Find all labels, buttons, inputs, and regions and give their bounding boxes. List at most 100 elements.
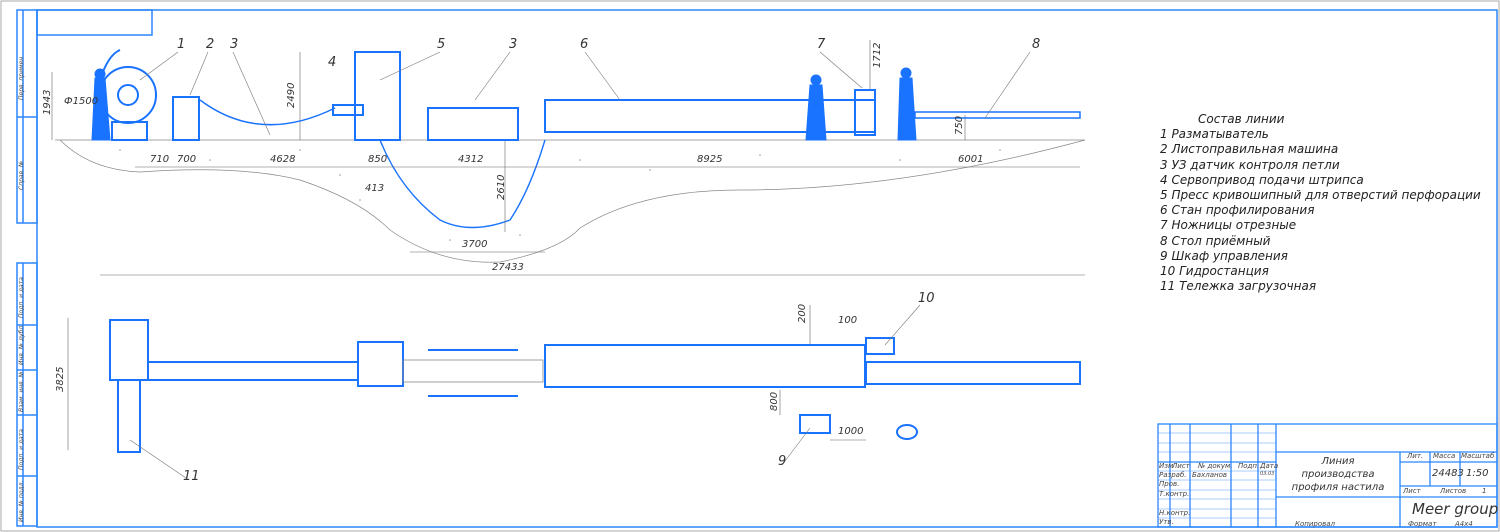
dim-800: 800 [769, 391, 780, 411]
margin-label: Перв. примен [18, 56, 25, 100]
title-block-frame [1157, 423, 1498, 528]
tb-format-label: Формат [1408, 520, 1437, 528]
tb-format: А4х4 [1455, 520, 1473, 528]
dim-710: 710 [150, 154, 170, 165]
operator-figure-3 [897, 77, 917, 141]
callout-9: 9 [778, 454, 787, 469]
legend-title: Состав линии [1198, 112, 1285, 126]
legend-item: 11 Тележка загрузочная [1160, 279, 1317, 294]
tb-header-date: Дата [1260, 462, 1279, 470]
dimension-lines [51, 40, 1085, 450]
dim-shear-height: 1712 [872, 42, 883, 68]
tb-role-checker: Пров. [1159, 480, 1180, 488]
tb-copied-label: Копировал [1295, 520, 1335, 528]
loop-barrier [427, 107, 519, 141]
callout-1: 1 [177, 37, 186, 52]
plan-loading-cart [117, 379, 141, 453]
plan-straightener [147, 361, 359, 381]
tb-scale-label: Масштаб [1461, 452, 1495, 460]
tb-role-tcontrol: Т.контр. [1159, 490, 1190, 498]
callout-8: 8 [1032, 37, 1041, 52]
legend-item: 8 Стол приёмный [1160, 233, 1271, 248]
tb-company: Meer group [1412, 500, 1499, 518]
plan-receiving-table [865, 361, 1081, 385]
tb-role-developer: Разраб. [1159, 471, 1187, 479]
tb-mass-label: Масса [1433, 452, 1456, 460]
legend-item: 2 Листоправильная машина [1160, 142, 1339, 157]
plan-view-equipment [109, 319, 1081, 453]
callout-11: 11 [183, 469, 200, 484]
receiving-table [914, 111, 1081, 119]
plan-hydraulic-station [865, 337, 895, 355]
side-view-equipment [91, 49, 1081, 141]
dim-100: 100 [838, 315, 858, 326]
legend-item: 9 Шкаф управления [1160, 248, 1288, 263]
plan-roll-mill [544, 344, 866, 388]
tb-sheet-label: Лист [1403, 487, 1421, 495]
tb-developer-name: Бахланов [1192, 471, 1227, 479]
dim-loop-depth: 2610 [496, 174, 507, 200]
legend-item: 1 Разматыватель [1160, 127, 1269, 142]
dim-pit-width: 3700 [462, 239, 488, 250]
legend-item: 7 Ножницы отрезные [1160, 218, 1297, 233]
ground-section [55, 139, 1086, 263]
drawing-title-line: производства [1301, 469, 1375, 480]
callout-3: 3 [230, 37, 239, 52]
tb-header-sign: Подп. [1238, 462, 1260, 470]
dim-total-length: 27433 [492, 262, 524, 273]
dim-413: 413 [365, 183, 385, 194]
tb-mass: 24483 [1432, 468, 1464, 479]
dim-4628: 4628 [270, 154, 296, 165]
dim-200: 200 [797, 303, 808, 323]
margin-label: Подп. и дата [18, 277, 25, 318]
margin-label: Инв. № подл. [18, 480, 25, 522]
drawing-title-line: Линия [1321, 456, 1355, 467]
servo-feeder [332, 104, 364, 116]
legend-item: 5 Пресс кривошипный для отверстий перфор… [1160, 188, 1481, 203]
tb-lit-label: Лит. [1407, 452, 1424, 460]
shear [854, 89, 876, 136]
operator-figure-2 [805, 84, 827, 141]
callout-leaders [129, 51, 1031, 479]
tb-role-ncontrol: Н.контр. [1159, 509, 1191, 517]
callout-3b: 3 [509, 37, 518, 52]
tb-header-doc: № докум. [1198, 462, 1233, 470]
tb-scale: 1:50 [1466, 468, 1489, 479]
drawing-title-line: профиля настила [1291, 482, 1385, 493]
plan-operator [896, 424, 918, 440]
tb-sheets: 1 [1482, 487, 1487, 495]
drawing-title: Линия производства профиля настила [1276, 455, 1400, 494]
dim-table-height: 750 [954, 115, 965, 135]
tb-date: 03.03 [1260, 471, 1275, 477]
callout-4: 4 [328, 55, 337, 70]
tb-sheets-label: Листов [1440, 487, 1467, 495]
press [354, 51, 401, 141]
title-block-rows [1158, 432, 1276, 519]
dim-coil-height: 1943 [42, 89, 53, 115]
callout-7: 7 [817, 37, 826, 52]
legend-item: 4 Сервопривод подачи штрипса [1160, 172, 1364, 187]
plan-control-cabinet [799, 414, 831, 434]
plan-loop-pit [402, 359, 544, 383]
tb-header-list: Лист [1172, 462, 1190, 470]
margin-label: Справ. № [18, 160, 25, 190]
margin-label: Инв. № дубл. [18, 323, 25, 365]
line-composition-legend: Состав линии 1 Разматыватель 2 Листоправ… [1160, 112, 1481, 294]
dim-mill-length: 8925 [697, 154, 723, 165]
plan-uncoiler [109, 319, 149, 381]
callout-2: 2 [206, 37, 215, 52]
strip-loop-1 [199, 99, 336, 126]
ground-speckles [119, 149, 1001, 241]
callout-6: 6 [580, 37, 589, 52]
dim-850: 850 [368, 154, 388, 165]
frame [16, 9, 1498, 528]
legend-item: 10 Гидростанция [1160, 264, 1269, 279]
tb-role-approve: Утв. [1159, 518, 1174, 526]
legend-item: 6 Стан профилирования [1160, 203, 1315, 218]
dim-press-height: 2490 [286, 82, 297, 108]
straightener [172, 96, 200, 141]
dim-4312: 4312 [458, 154, 484, 165]
